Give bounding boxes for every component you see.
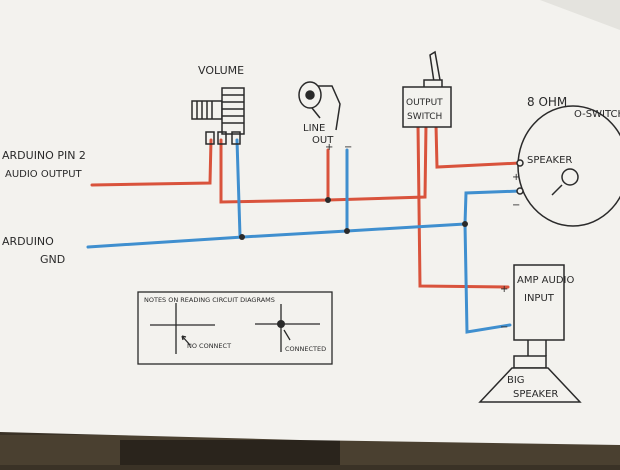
big-speaker-label-line1: BIG <box>507 375 525 386</box>
junction-dot <box>239 234 245 240</box>
table-shadow <box>120 440 340 465</box>
no-connect-arrow-icon <box>181 335 191 346</box>
volume-potentiometer-icon <box>191 87 245 145</box>
junction-dot <box>344 228 350 234</box>
output-switch-label-line1: OUTPUT <box>406 98 443 108</box>
speaker-icon <box>516 105 620 227</box>
amp-plus-sign: + <box>500 284 508 295</box>
big-speaker-label-line2: SPEAKER <box>513 389 558 400</box>
blue-wire-volume-ground <box>235 138 242 238</box>
line-out-minus-sign: − <box>344 142 352 153</box>
connected-arrow-icon <box>283 329 291 341</box>
o-switch-label: O-SWITCH <box>574 109 620 120</box>
arduino-gnd-label-line1: ARDUINO <box>2 235 54 248</box>
volume-label: VOLUME <box>198 64 244 77</box>
output-switch-icon <box>402 50 452 128</box>
blue-wire-speaker-ground <box>463 189 522 226</box>
speaker-minus-sign: − <box>512 200 520 211</box>
ohm-label: 8 OHM <box>527 95 567 109</box>
notes-box <box>137 291 333 365</box>
junction-dot <box>462 221 468 227</box>
line-out-label-line2: OUT <box>312 135 334 146</box>
paper-sheet <box>0 0 620 445</box>
amp-audio-input-box <box>513 264 565 341</box>
red-wire-switch-to-amp <box>416 123 510 289</box>
amp-label-line1: AMP AUDIO <box>517 275 574 286</box>
notes-title: NOTES ON READING CIRCUIT DIAGRAMS <box>144 296 275 304</box>
junction-dot <box>325 197 331 203</box>
red-wire-volume-to-lineout <box>219 138 330 204</box>
connected-label: CONNECTED <box>285 345 326 353</box>
red-wires <box>90 123 522 289</box>
junction-dots <box>239 197 468 240</box>
arduino-pin-label-line2: AUDIO OUTPUT <box>5 169 83 180</box>
line-out-label-line1: LINE <box>303 123 325 134</box>
notes-box-frame <box>137 291 333 365</box>
blue-wire-ground-bus <box>86 222 467 249</box>
amp-label-line2: INPUT <box>524 293 555 304</box>
big-speaker-icon <box>478 340 582 403</box>
speaker-label: SPEAKER <box>527 155 572 166</box>
speaker-plus-sign: + <box>512 172 520 183</box>
output-switch-label-line2: SWITCH <box>407 112 442 122</box>
red-wire-lineout-to-switch <box>326 123 428 202</box>
blue-wires <box>86 138 522 334</box>
line-out-plus-sign: + <box>325 142 333 153</box>
line-out-jack-icon <box>298 81 341 131</box>
connected-dot <box>277 320 285 328</box>
red-wire-arduino-to-volume <box>90 138 213 187</box>
arduino-pin-label-line1: ARDUINO PIN 2 <box>2 149 86 162</box>
blue-wire-amp-ground <box>463 222 512 334</box>
arduino-gnd-label-line2: GND <box>40 253 65 266</box>
amp-minus-sign: − <box>500 322 508 333</box>
no-connect-label: NO CONNECT <box>187 342 231 350</box>
red-wire-switch-to-speaker <box>434 123 522 169</box>
paper-fold <box>540 0 620 30</box>
